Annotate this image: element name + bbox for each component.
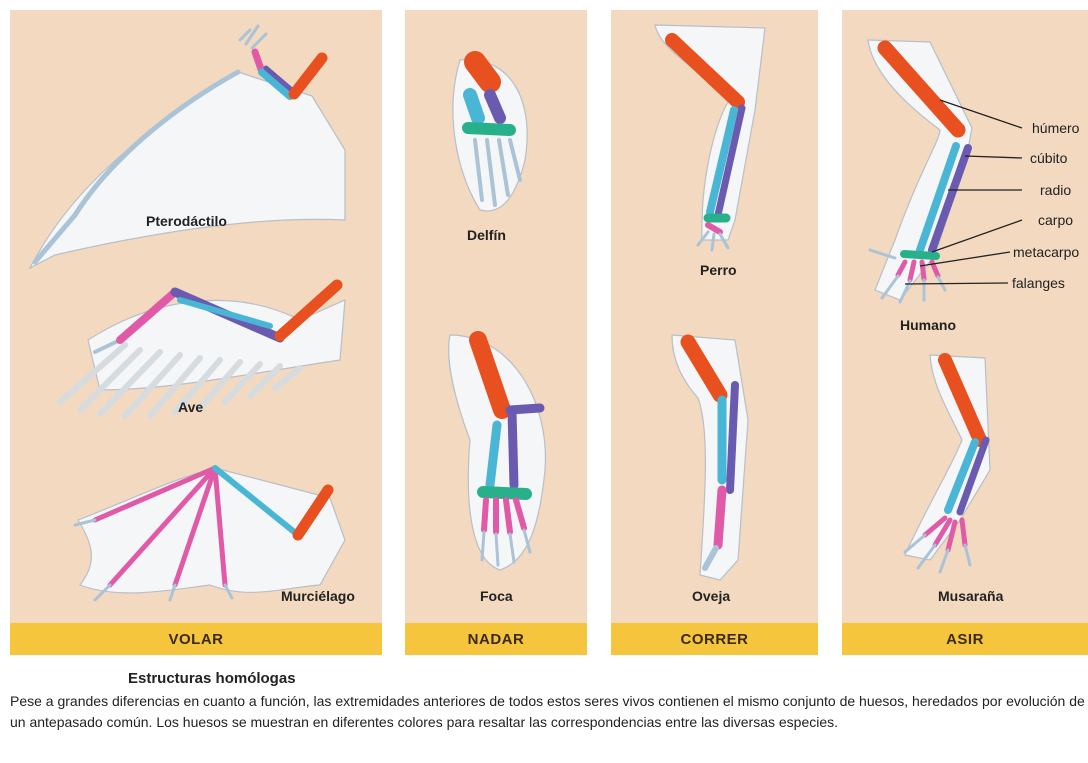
label-metacarpo: metacarpo	[1013, 244, 1079, 260]
label-pterodactilo: Pterodáctilo	[146, 213, 227, 229]
label-falanges: falanges	[1012, 275, 1065, 291]
label-humano: Humano	[900, 317, 956, 333]
caption-title: Estructuras homólogas	[128, 670, 296, 687]
caption-body: Pese a grandes diferencias en cuanto a f…	[10, 691, 1088, 733]
seal-flipper: Foca	[449, 335, 546, 604]
bird-wing: Ave	[60, 285, 345, 416]
label-perro: Perro	[700, 262, 737, 278]
label-oveja: Oveja	[692, 588, 730, 604]
pterodactyl-wing: Pterodáctilo	[30, 26, 345, 268]
dog-leg: Perro	[655, 25, 765, 278]
label-murcielago: Murciélago	[281, 588, 355, 604]
bat-wing: Murciélago	[75, 468, 355, 604]
label-ave: Ave	[178, 399, 203, 415]
label-foca: Foca	[480, 588, 513, 604]
label-delfin: Delfín	[467, 227, 506, 243]
label-humero: húmero	[1032, 120, 1080, 136]
label-radio: radio	[1040, 182, 1071, 198]
sheep-leg: Oveja	[672, 335, 748, 604]
label-carpo: carpo	[1038, 212, 1073, 228]
human-arm: húmero cúbito radio carpo metacarpo fala…	[868, 40, 1080, 333]
dolphin-flipper: Delfín	[453, 60, 527, 243]
label-musarana: Musaraña	[938, 588, 1004, 604]
homology-illustration: .mem{fill:#f4f6f8;stroke:#b8bfc8;stroke-…	[0, 0, 1088, 660]
shrew-arm: Musaraña	[905, 355, 1004, 604]
label-cubito: cúbito	[1030, 150, 1068, 166]
